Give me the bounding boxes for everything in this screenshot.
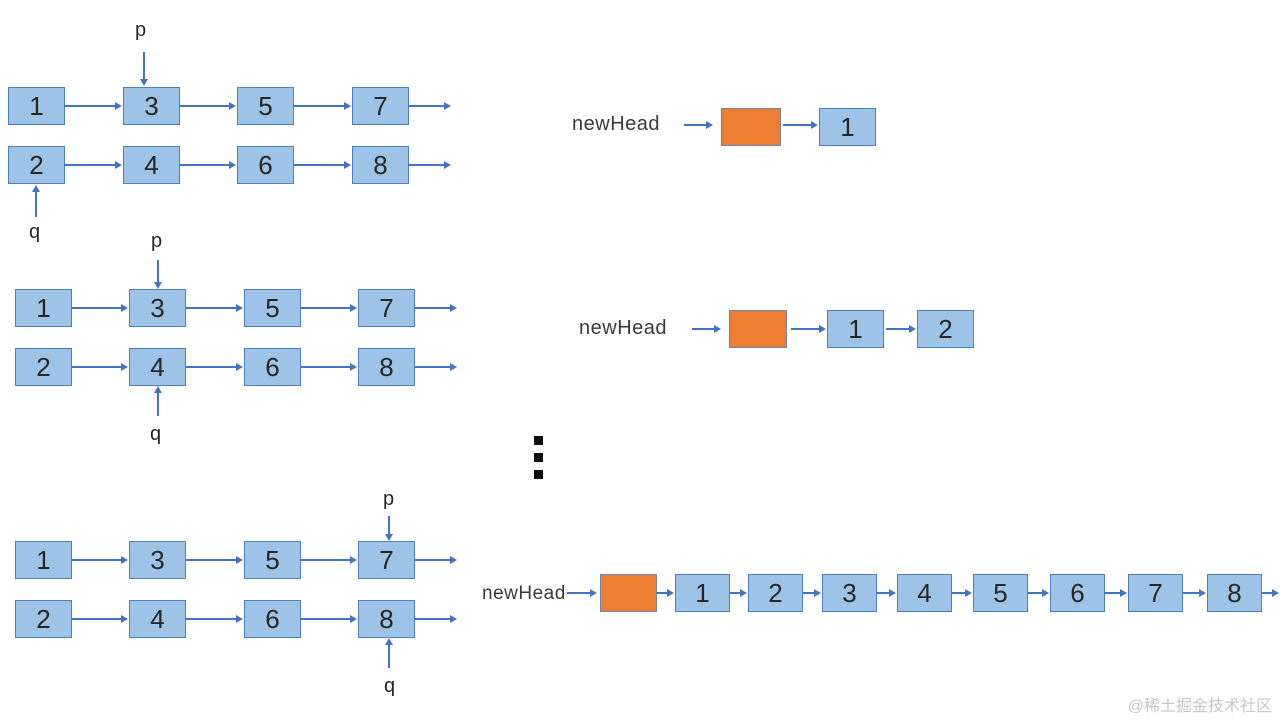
list-node: 1 xyxy=(8,87,65,125)
ellipsis-dot xyxy=(534,436,543,445)
pointer-p-label: p xyxy=(135,19,147,41)
list-node: 3 xyxy=(129,541,186,579)
arrow-right-icon xyxy=(409,102,451,110)
list-node: 1 xyxy=(15,541,72,579)
arrow-up-icon xyxy=(385,638,393,668)
list-node: 6 xyxy=(244,348,301,386)
list-node: 2 xyxy=(8,146,65,184)
arrow-right-icon xyxy=(186,363,243,371)
arrow-right-icon xyxy=(1028,589,1049,597)
arrow-right-icon xyxy=(65,102,122,110)
arrow-right-icon xyxy=(65,161,122,169)
arrow-right-icon xyxy=(72,304,128,312)
arrow-up-icon xyxy=(32,185,40,217)
list-node: 4 xyxy=(129,348,186,386)
merged-node: 2 xyxy=(917,310,974,348)
list-node: 1 xyxy=(15,289,72,327)
arrow-right-icon xyxy=(877,589,896,597)
list-node: 8 xyxy=(358,600,415,638)
list-node: 8 xyxy=(358,348,415,386)
arrow-right-icon xyxy=(567,589,597,597)
arrow-right-icon xyxy=(301,363,357,371)
list-node: 4 xyxy=(129,600,186,638)
list-node: 2 xyxy=(15,600,72,638)
arrow-right-icon xyxy=(180,161,236,169)
pointer-p-label: p xyxy=(151,230,163,252)
arrow-right-icon xyxy=(657,589,674,597)
arrow-down-icon xyxy=(154,260,162,289)
merged-node: 7 xyxy=(1128,574,1183,612)
arrow-right-icon xyxy=(72,556,128,564)
pointer-q-label: q xyxy=(150,423,162,445)
list-node: 3 xyxy=(123,87,180,125)
arrow-right-icon xyxy=(294,161,351,169)
dummy-head-node xyxy=(729,310,787,348)
merged-node: 4 xyxy=(897,574,952,612)
merged-node: 6 xyxy=(1050,574,1105,612)
dummy-head-node xyxy=(721,108,781,146)
arrow-right-icon xyxy=(409,161,451,169)
arrow-right-icon xyxy=(886,325,916,333)
arrow-right-icon xyxy=(692,325,721,333)
arrow-right-icon xyxy=(301,304,357,312)
arrow-right-icon xyxy=(1183,589,1206,597)
arrow-right-icon xyxy=(415,556,457,564)
list-node: 5 xyxy=(244,289,301,327)
pointer-p-label: p xyxy=(383,488,395,510)
arrow-right-icon xyxy=(415,304,457,312)
watermark: @稀土掘金技术社区 xyxy=(1127,698,1272,715)
merged-node: 1 xyxy=(827,310,884,348)
list-node: 6 xyxy=(244,600,301,638)
arrow-right-icon xyxy=(301,615,357,623)
pointer-q-label: q xyxy=(29,221,41,243)
list-node: 7 xyxy=(358,289,415,327)
list-node: 7 xyxy=(358,541,415,579)
arrow-right-icon xyxy=(791,325,826,333)
merged-node: 2 xyxy=(748,574,803,612)
arrow-right-icon xyxy=(1262,589,1279,597)
arrow-up-icon xyxy=(154,386,162,416)
arrow-right-icon xyxy=(186,556,243,564)
arrow-right-icon xyxy=(186,304,243,312)
newhead-label: newHead xyxy=(579,317,668,339)
arrow-right-icon xyxy=(952,589,972,597)
ellipsis-dot xyxy=(534,453,543,462)
dummy-head-node xyxy=(600,574,657,612)
arrow-right-icon xyxy=(301,556,357,564)
arrow-right-icon xyxy=(180,102,236,110)
arrow-right-icon xyxy=(415,615,457,623)
merged-node: 5 xyxy=(973,574,1028,612)
list-node: 3 xyxy=(129,289,186,327)
list-node: 6 xyxy=(237,146,294,184)
arrow-right-icon xyxy=(783,121,818,129)
arrow-right-icon xyxy=(415,363,457,371)
pointer-q-label: q xyxy=(384,675,396,697)
ellipsis-dot xyxy=(534,470,543,479)
arrow-right-icon xyxy=(72,363,128,371)
arrow-right-icon xyxy=(730,589,747,597)
arrow-down-icon xyxy=(140,52,148,86)
list-node: 4 xyxy=(123,146,180,184)
arrow-right-icon xyxy=(684,121,713,129)
arrow-right-icon xyxy=(186,615,243,623)
arrow-right-icon xyxy=(72,615,128,623)
arrow-right-icon xyxy=(803,589,821,597)
list-node: 2 xyxy=(15,348,72,386)
arrow-right-icon xyxy=(1105,589,1127,597)
merged-node: 1 xyxy=(675,574,730,612)
list-node: 8 xyxy=(352,146,409,184)
merged-node: 3 xyxy=(822,574,877,612)
arrow-right-icon xyxy=(294,102,351,110)
list-node: 7 xyxy=(352,87,409,125)
newhead-label: newHead xyxy=(482,583,566,604)
list-node: 5 xyxy=(237,87,294,125)
list-node: 5 xyxy=(244,541,301,579)
merged-node: 1 xyxy=(819,108,876,146)
merged-node: 8 xyxy=(1207,574,1262,612)
arrow-down-icon xyxy=(385,516,393,541)
newhead-label: newHead xyxy=(572,113,661,135)
